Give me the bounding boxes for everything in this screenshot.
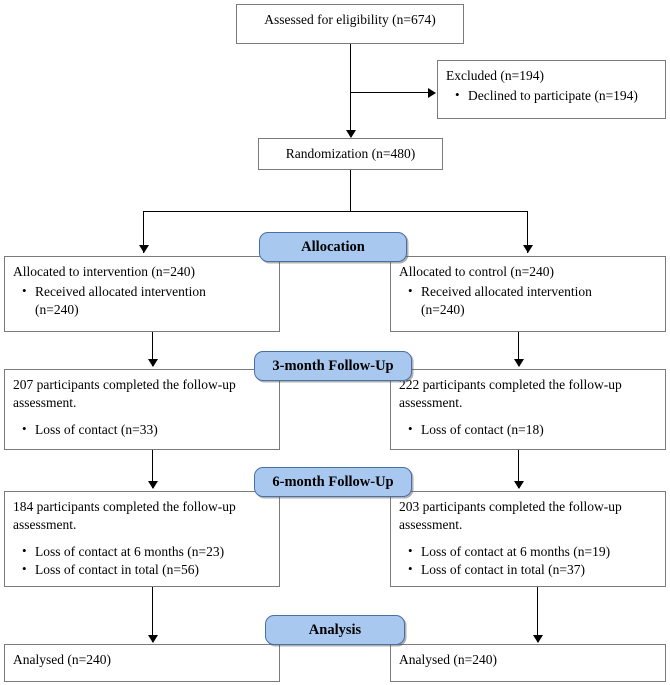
list-item: Declined to participate (n=194)	[455, 86, 657, 105]
connector-fu3-to-fu6-right	[518, 450, 519, 488]
list-item: Loss of contact (n=33)	[22, 420, 271, 439]
arrowhead-alloc-to-fu3-left	[147, 359, 158, 367]
arrowhead-split-right	[522, 245, 533, 253]
banner-analysis-label: Analysis	[308, 621, 362, 638]
connector-alloc-to-fu3-left	[152, 332, 153, 366]
arrowhead-to-excluded	[428, 87, 436, 98]
followup6-control-line1: 203 participants completed the follow-up	[399, 499, 622, 514]
list-item: Received allocated intervention (n=240)	[408, 282, 657, 319]
node-allocated-intervention: Allocated to intervention (n=240) Receiv…	[4, 256, 280, 332]
followup6-intervention-line2: assessment.	[13, 516, 77, 532]
excluded-bullet-list: Declined to participate (n=194)	[446, 86, 657, 105]
allocated-control-bullet-list: Received allocated intervention (n=240)	[399, 282, 657, 319]
node-excluded: Excluded (n=194) Declined to participate…	[437, 60, 666, 119]
analysed-intervention-title: Analysed (n=240)	[13, 652, 111, 667]
connector-fu6-to-analysis-right	[537, 587, 538, 642]
followup6-control-line2: assessment.	[399, 516, 463, 532]
banner-followup-3month-label: 3-month Follow-Up	[272, 357, 394, 374]
allocated-intervention-bullet-list: Received allocated intervention (n=240)	[13, 282, 271, 319]
node-analysed-intervention: Analysed (n=240)	[4, 644, 280, 682]
node-allocated-control: Allocated to control (n=240) Received al…	[390, 256, 666, 332]
connector-to-excluded	[350, 92, 430, 93]
connector-split-right	[527, 211, 528, 253]
node-followup6-control: 203 participants completed the follow-up…	[390, 491, 666, 587]
banner-analysis: Analysis	[265, 615, 405, 645]
connector-split-left	[143, 211, 144, 253]
arrowhead-fu3-to-fu6-right	[513, 481, 524, 489]
followup3-intervention-line1: 207 participants completed the follow-up	[13, 377, 236, 392]
list-item: Loss of contact at 6 months (n=23)	[22, 542, 271, 561]
arrowhead-fu3-to-fu6-left	[147, 481, 158, 489]
arrowhead-split-left	[138, 245, 149, 253]
arrowhead-assessed-to-randomization	[345, 130, 356, 138]
followup6-intervention-line1: 184 participants completed the follow-up	[13, 499, 236, 514]
list-item: Loss of contact in total (n=37)	[408, 560, 657, 579]
followup3-control-bullet-list: Loss of contact (n=18)	[399, 420, 657, 439]
list-item: Loss of contact at 6 months (n=19)	[408, 542, 657, 561]
allocated-intervention-title: Allocated to intervention (n=240)	[13, 264, 195, 279]
connector-assessed-to-randomization	[350, 44, 351, 137]
allocated-control-title: Allocated to control (n=240)	[399, 264, 554, 279]
followup3-control-line1: 222 participants completed the follow-up	[399, 377, 622, 392]
list-item: Loss of contact (n=18)	[408, 420, 657, 439]
followup6-intervention-bullet-list: Loss of contact at 6 months (n=23) Loss …	[13, 542, 271, 580]
banner-followup-3month: 3-month Follow-Up	[254, 351, 412, 381]
list-item: Received allocated intervention (n=240)	[22, 282, 271, 319]
node-analysed-control: Analysed (n=240)	[390, 644, 666, 682]
node-followup3-intervention: 207 participants completed the follow-up…	[4, 369, 280, 450]
node-followup3-control: 222 participants completed the follow-up…	[390, 369, 666, 450]
connector-randomization-split	[143, 211, 528, 212]
connector-alloc-to-fu3-right	[518, 332, 519, 366]
node-followup6-intervention: 184 participants completed the follow-up…	[4, 491, 280, 587]
connector-randomization-stem	[350, 170, 351, 212]
connector-fu6-to-analysis-left	[152, 587, 153, 642]
analysed-control-title: Analysed (n=240)	[399, 652, 497, 667]
banner-allocation-label: Allocation	[301, 238, 365, 255]
list-item: Loss of contact in total (n=56)	[22, 560, 271, 579]
banner-followup-6month-label: 6-month Follow-Up	[272, 473, 394, 490]
randomization-title: Randomization (n=480)	[285, 146, 416, 161]
followup6-control-bullet-list: Loss of contact at 6 months (n=19) Loss …	[399, 542, 657, 580]
banner-allocation: Allocation	[259, 232, 407, 262]
followup3-intervention-bullet-list: Loss of contact (n=33)	[13, 420, 271, 439]
arrowhead-alloc-to-fu3-right	[513, 359, 524, 367]
node-randomization: Randomization (n=480)	[258, 138, 443, 170]
connector-fu3-to-fu6-left	[152, 450, 153, 488]
banner-followup-6month: 6-month Follow-Up	[254, 467, 412, 497]
arrowhead-fu6-to-analysis-left	[147, 635, 158, 643]
assessed-title: Assessed for eligibility (n=674)	[264, 12, 436, 27]
excluded-title: Excluded (n=194)	[446, 68, 544, 83]
arrowhead-fu6-to-analysis-right	[532, 635, 543, 643]
followup3-control-line2: assessment.	[399, 394, 463, 410]
followup3-intervention-line2: assessment.	[13, 394, 77, 410]
node-assessed-for-eligibility: Assessed for eligibility (n=674)	[236, 4, 464, 44]
